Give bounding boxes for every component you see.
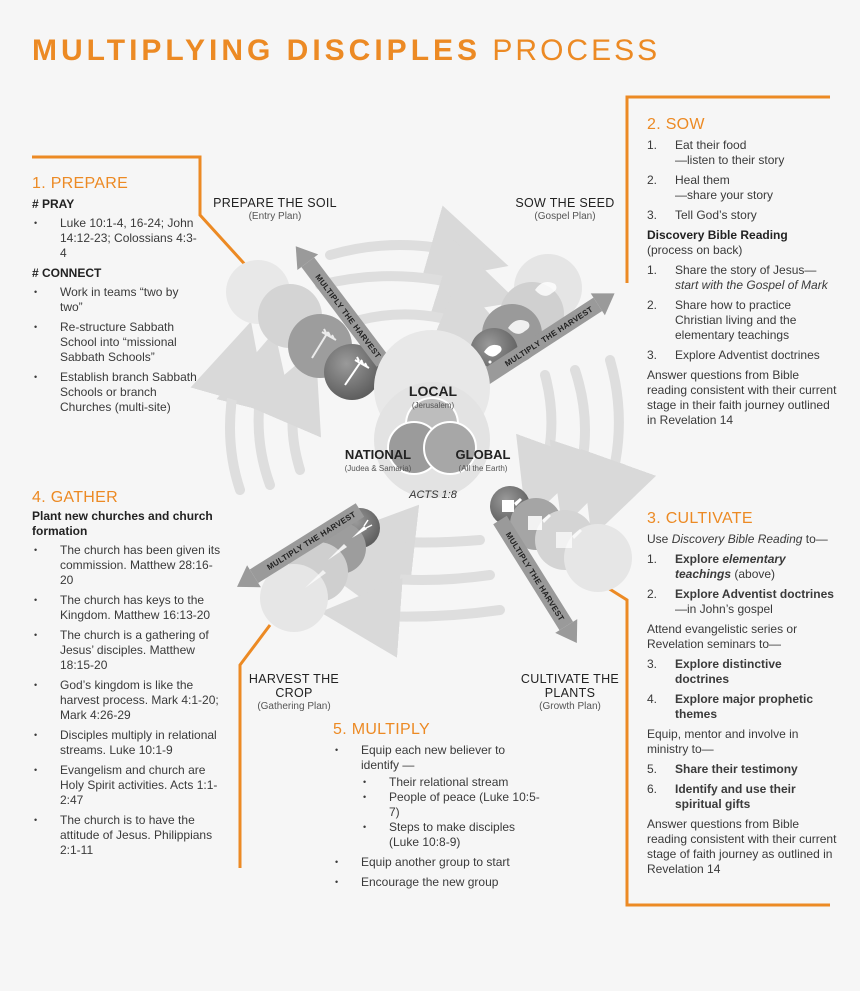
cultivate-bracket [599, 581, 830, 907]
sow-heading: 2. SOW [647, 116, 705, 133]
soil-circles [226, 260, 380, 400]
venn-global: GLOBAL [456, 447, 511, 462]
list-item: Their relational stream [361, 775, 543, 790]
list-item: 6.Identify and use their spiritual gifts [647, 782, 796, 811]
list-item: 5.Share their testimony [647, 762, 798, 776]
gather-list: The church has been given its commission… [32, 543, 222, 858]
sow-closing: Answer questions from Bible reading cons… [647, 368, 837, 427]
dbr-list: 1.Share the story of Jesus—start with th… [647, 263, 837, 363]
list-item: Establish branch Sabbath Schools or bran… [32, 370, 202, 415]
cultivate-heading: 3. CULTIVATE [647, 510, 753, 527]
list-item: 4.Explore major prophetic themes [647, 692, 814, 721]
prepare-bracket [32, 155, 252, 272]
list-item: Disciples multiply in relational streams… [32, 728, 222, 758]
list-item: Re-structure Sabbath School into “missio… [32, 320, 202, 365]
list-item: Work in teams “two by two” [32, 285, 202, 315]
list-item: 3.Tell God’s story [647, 208, 757, 222]
list-item: God’s kingdom is like the harvest proces… [32, 678, 222, 723]
multiply-sublist: Their relational stream People of peace … [361, 775, 543, 850]
list-item: 3.Explore Adventist doctrines [647, 348, 820, 362]
list-item: 2.Heal them—share your story [647, 173, 774, 202]
list-item: 1.Explore elementary teachings (above) [647, 552, 786, 581]
venn-local: LOCAL [409, 383, 458, 399]
cultivate-list-2: 3.Explore distinctive doctrines 4.Explor… [647, 657, 837, 722]
connect-label: # CONNECT [32, 266, 102, 280]
rake-icon [344, 356, 370, 386]
cultivate-intro: Use Discovery Bible Reading to— [647, 532, 828, 546]
dbr-note: (process on back) [647, 243, 743, 257]
list-item: People of peace (Luke 10:5-7) [361, 790, 543, 820]
list-item: Equip another group to start [333, 855, 543, 870]
section-cultivate: 3. CULTIVATE Use Discovery Bible Reading… [647, 511, 837, 882]
cultivate-closing: Answer questions from Bible reading cons… [647, 817, 837, 876]
multiply-heading: 5. MULTIPLY [333, 721, 430, 738]
section-multiply: 5. MULTIPLY Equip each new believer to i… [333, 722, 543, 895]
venn-reference: ACTS 1:8 [408, 489, 458, 501]
cultivate-list-1: 1.Explore elementary teachings (above) 2… [647, 552, 837, 617]
list-item: 3.Explore distinctive doctrines [647, 657, 782, 686]
page-title: MULTIPLYING DISCIPLES PROCESS [32, 34, 661, 67]
section-prepare: 1. PREPARE # PRAY Luke 10:1-4, 16-24; Jo… [32, 176, 202, 420]
list-item: 2.Explore Adventist doctrines—in John’s … [647, 587, 834, 616]
list-item: 2.Share how to practice Christian living… [647, 298, 797, 342]
list-item: The church has been given its commission… [32, 543, 222, 588]
multiply-list: Equip each new believer to identify — Th… [333, 743, 543, 890]
list-item: 1.Share the story of Jesus—start with th… [647, 263, 828, 292]
venn-diagram: LOCAL (Jerusalem) NATIONAL (Judea & Sama… [345, 330, 511, 501]
stage-prepare-soil: PREPARE THE SOIL(Entry Plan) [213, 196, 337, 222]
section-gather: 4. GATHER Plant new churches and church … [32, 490, 222, 863]
flow-arrows [190, 205, 657, 658]
cultivate-attend: Attend evangelistic series or Revelation… [647, 622, 798, 651]
connect-list: Work in teams “two by two” Re-structure … [32, 285, 202, 415]
list-item: Encourage the new group [333, 875, 543, 890]
prepare-heading: 1. PREPARE [32, 175, 129, 192]
list-item: Equip each new believer to identify — Th… [333, 743, 543, 850]
cultivate-equip: Equip, mentor and involve in ministry to… [647, 727, 799, 756]
section-sow: 2. SOW 1.Eat their food—listen to their … [647, 117, 837, 433]
pray-label: # PRAY [32, 197, 75, 211]
sow-bracket [625, 95, 830, 283]
section-brackets [32, 95, 830, 907]
cultivate-list-3: 5.Share their testimony 6.Identify and u… [647, 762, 837, 812]
gather-subheading: Plant new churches and church formation [32, 509, 213, 538]
stage-harvest-crop: HARVEST THE CROP(Gathering Plan) [248, 672, 340, 712]
plants-circles [490, 486, 632, 592]
list-item: The church is a gathering of Jesus’ disc… [32, 628, 222, 673]
list-item: Luke 10:1-4, 16-24; John 14:12-23; Colos… [32, 216, 202, 261]
stage-sow-seed: SOW THE SEED(Gospel Plan) [515, 196, 615, 222]
list-item: The church is to have the attitude of Je… [32, 813, 222, 858]
gather-bracket-line [238, 624, 272, 868]
sow-list: 1.Eat their food—listen to their story 2… [647, 138, 837, 223]
pray-list: Luke 10:1-4, 16-24; John 14:12-23; Colos… [32, 216, 202, 261]
list-item: The church has keys to the Kingdom. Matt… [32, 593, 222, 623]
venn-national: NATIONAL [345, 447, 411, 462]
carrot-icon [352, 519, 373, 538]
list-item: Steps to make disciples (Luke 10:8-9) [361, 820, 543, 850]
watering-can-icon [502, 498, 522, 512]
venn-global-sub: (All the Earth) [459, 464, 508, 473]
stage-cultivate-plants: CULTIVATE THE PLANTS(Growth Plan) [520, 672, 620, 712]
venn-national-sub: (Judea & Samaria) [345, 464, 412, 473]
list-item: Evangelism and church are Holy Spirit ac… [32, 763, 222, 808]
gather-heading: 4. GATHER [32, 489, 118, 506]
venn-local-sub: (Jerusalem) [412, 401, 455, 410]
list-item: 1.Eat their food—listen to their story [647, 138, 785, 167]
dbr-title: Discovery Bible Reading [647, 228, 788, 242]
